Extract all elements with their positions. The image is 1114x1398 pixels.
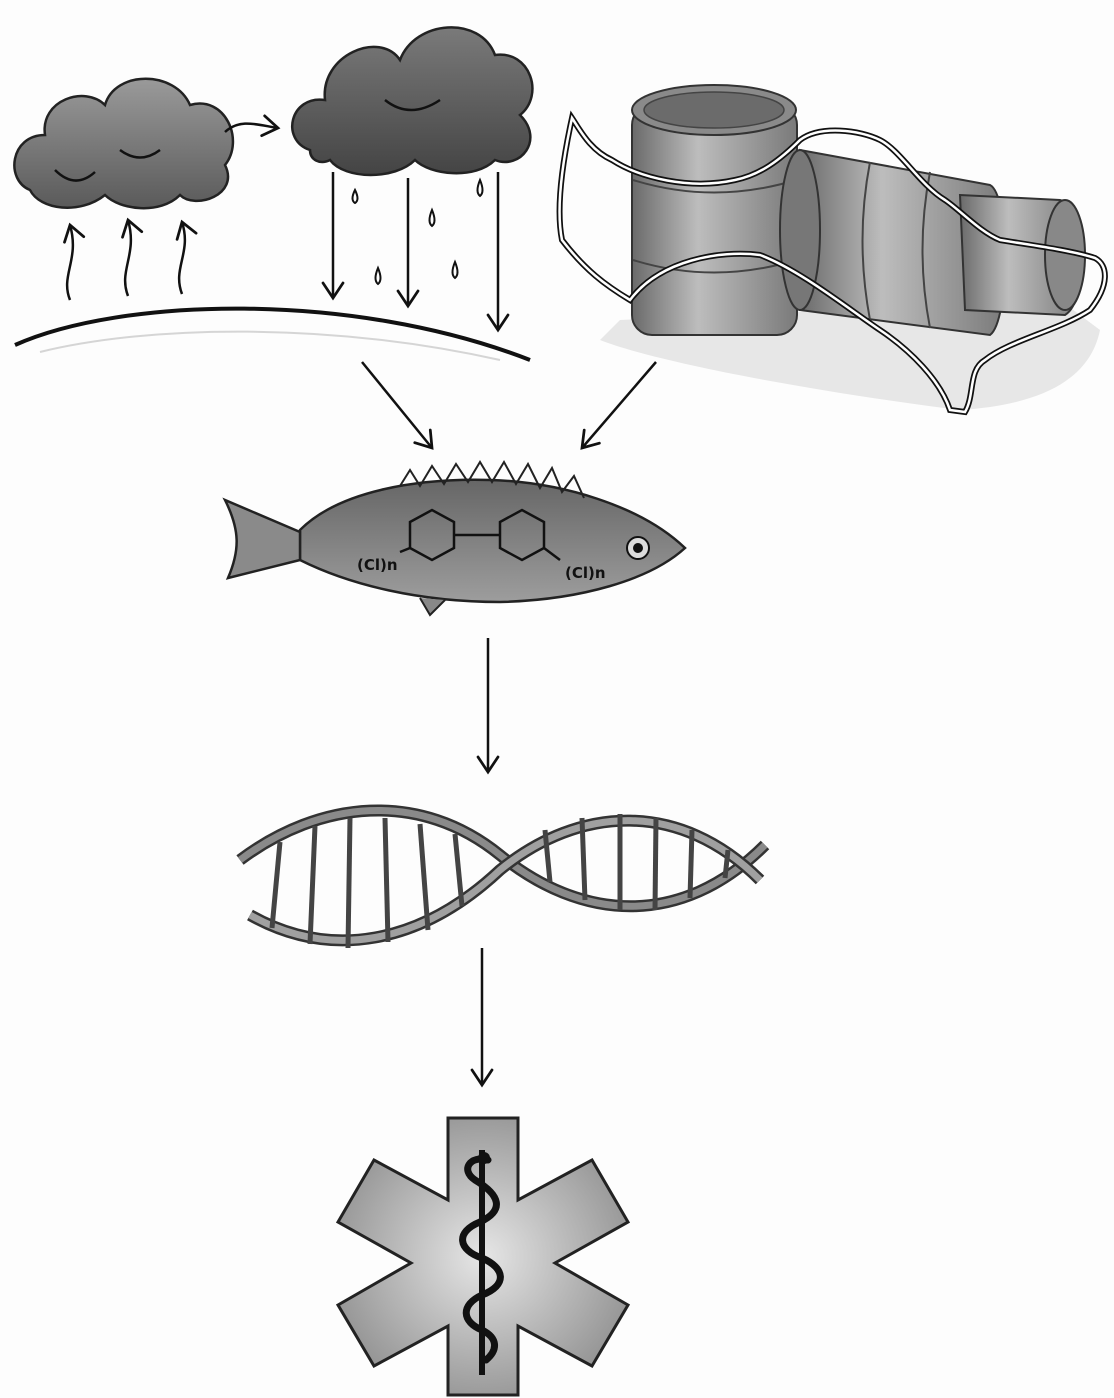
dna-icon [240,810,765,948]
evaporation-cloud-icon [14,79,233,208]
rain-cloud-icon [292,27,532,175]
arrow-ground-to-fish [362,362,432,448]
arrow-barrels-to-fish [582,362,656,448]
substituent-label-left: (Cl)n [357,556,398,574]
ground-surface [15,309,530,360]
raindrops [353,180,483,284]
evaporation-arrows [67,220,185,300]
substituent-label-right: (Cl)n [565,564,606,582]
cloud-transfer-arrow [225,124,278,132]
